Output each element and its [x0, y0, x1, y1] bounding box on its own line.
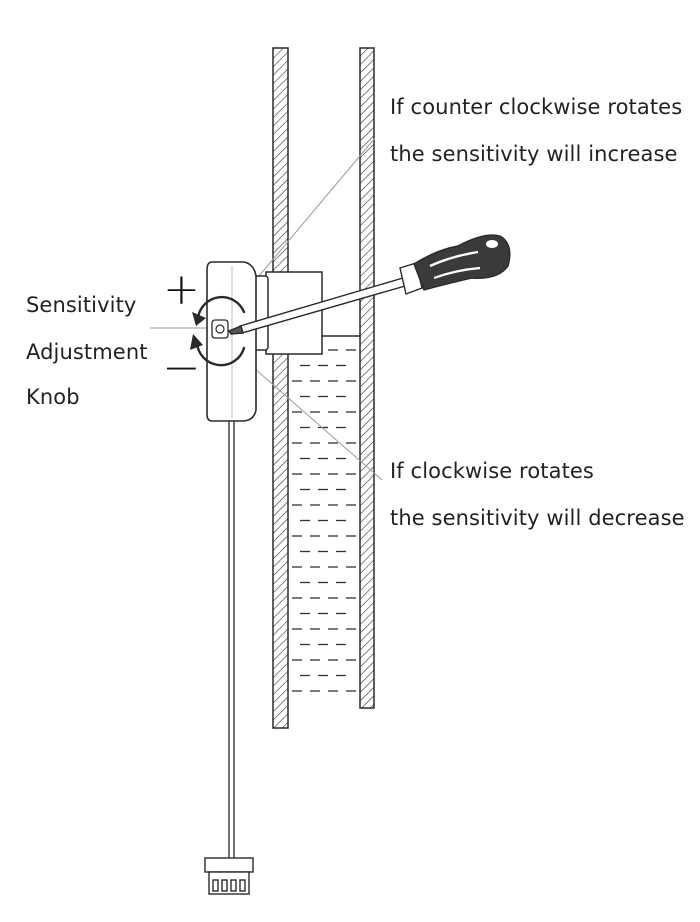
cw-annotation-line1: If clockwise rotates	[390, 459, 594, 483]
adjustment-knob	[211, 319, 229, 339]
cw-arrow	[195, 340, 246, 367]
ccw-arrow	[196, 295, 246, 320]
pipe-right-wall	[359, 47, 375, 709]
sensor-cable	[228, 421, 235, 858]
sensor-housing	[206, 261, 257, 422]
cable-connector	[204, 857, 254, 895]
pipe	[272, 47, 375, 729]
minus-sign: −	[162, 340, 201, 394]
cw-arrowhead-icon	[190, 334, 203, 350]
cw-annotation-line2: the sensitivity will decrease	[390, 506, 685, 530]
liquid	[288, 335, 360, 692]
rotation-arrows	[190, 295, 246, 367]
pipe-left-wall	[272, 47, 289, 729]
plus-sign: +	[163, 264, 200, 315]
knob-label-line1: Sensitivity	[26, 293, 137, 317]
screwdriver	[227, 234, 511, 335]
ccw-annotation-line1: If counter clockwise rotates	[390, 95, 683, 119]
knob-label-line2: Adjustment	[26, 340, 148, 364]
screwdriver-tip	[227, 325, 244, 335]
ccw-annotation-line2: the sensitivity will increase	[390, 142, 678, 166]
ccw-arrowhead-icon	[192, 312, 206, 326]
knob-label-line3: Knob	[26, 385, 80, 409]
liquid-dashes	[292, 349, 356, 692]
